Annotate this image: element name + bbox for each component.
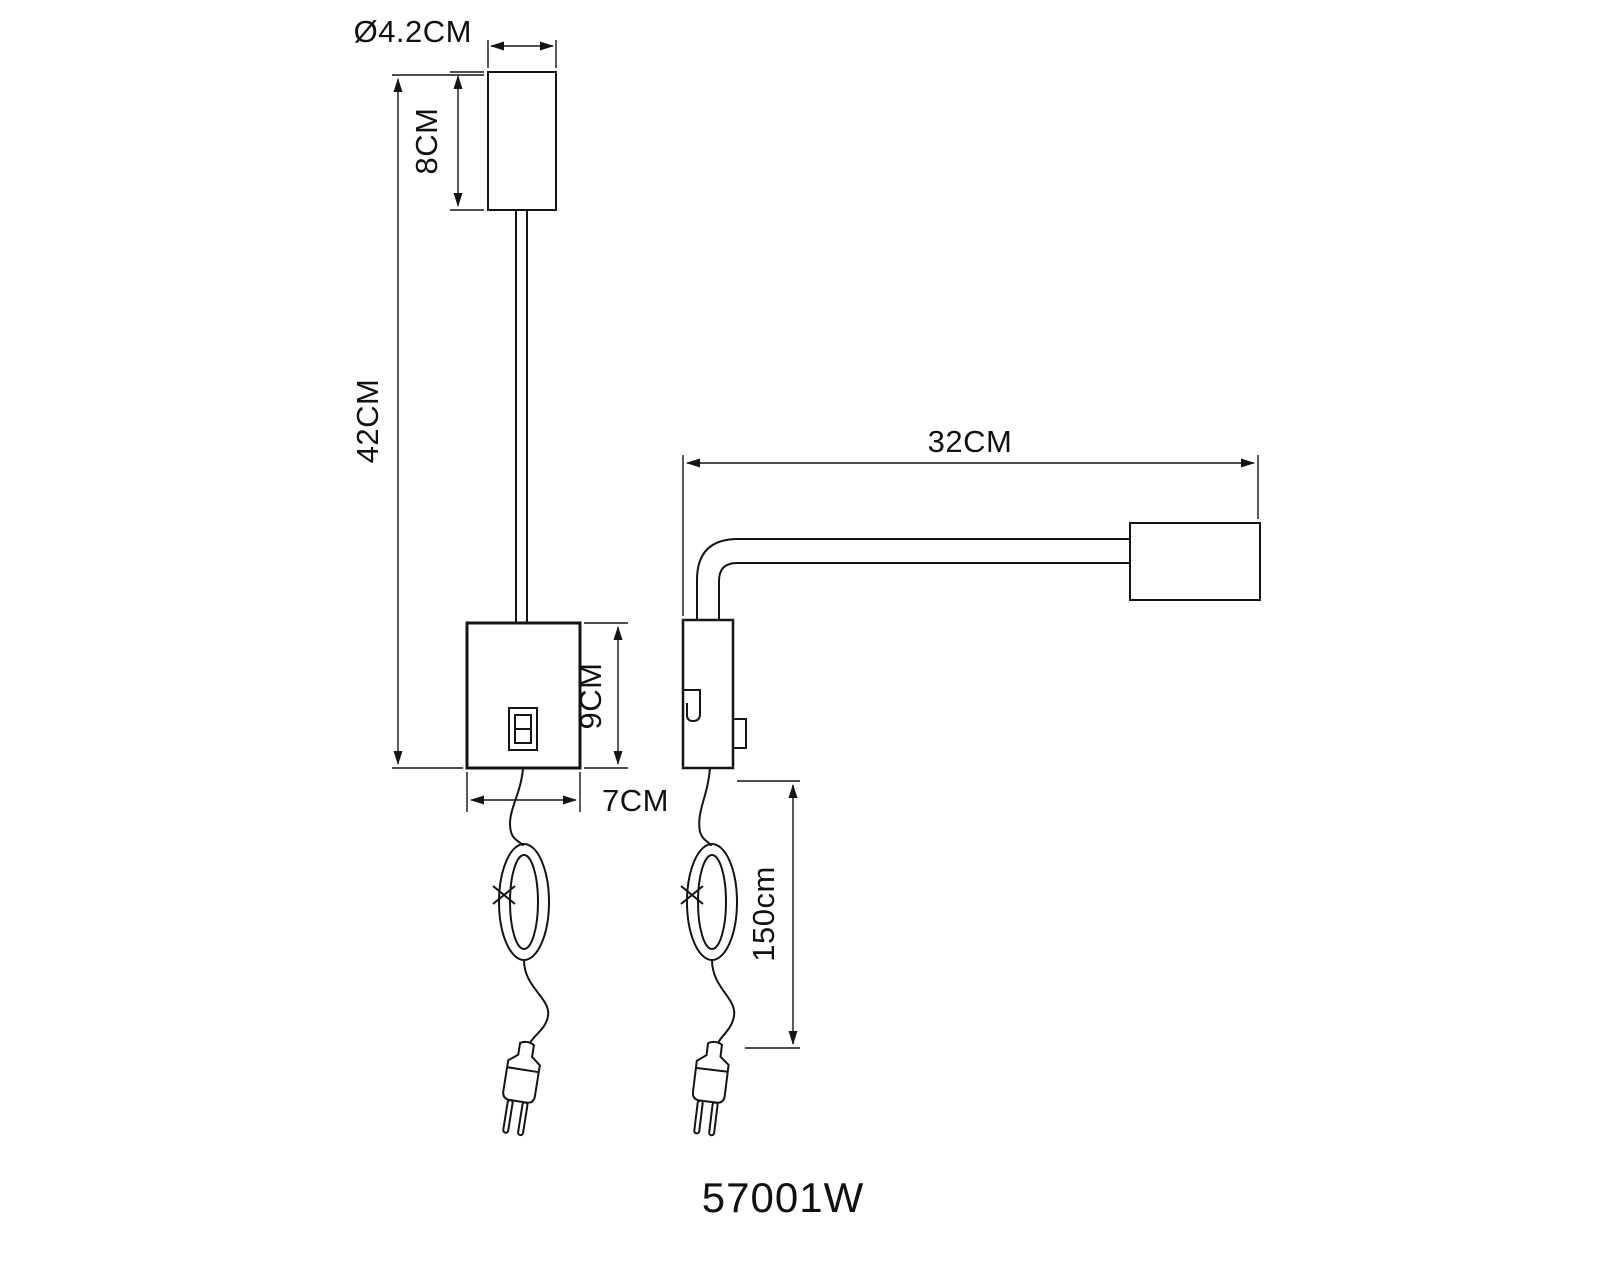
side-view xyxy=(680,522,1261,1138)
dimension-lines xyxy=(392,40,1259,1049)
cord-upper-front xyxy=(509,767,524,846)
switch-knob-side xyxy=(732,718,747,749)
label-box-height: 9CM xyxy=(573,663,608,730)
label-total-height: 42CM xyxy=(350,379,385,464)
label-head-height: 8CM xyxy=(409,108,444,175)
cord-lower-side xyxy=(711,959,736,1044)
front-view xyxy=(465,71,582,1138)
cord-lower-front xyxy=(523,959,550,1044)
cord-upper-side xyxy=(698,767,712,846)
wall-box-side xyxy=(681,618,735,770)
label-diameter: Ø4.2CM xyxy=(354,14,472,49)
label-cord-length: 150cm xyxy=(746,866,781,962)
arm-outer-edge xyxy=(696,538,1130,621)
arm-inner-edge xyxy=(718,562,1130,621)
lamp-head-front xyxy=(487,71,557,211)
dimension-labels: Ø4.2CM 8CM 42CM 9CM 7CM 32CM 150cm 57001… xyxy=(350,14,1012,1221)
product-code: 57001W xyxy=(702,1174,864,1221)
label-box-width: 7CM xyxy=(602,783,669,818)
cord-coil-front xyxy=(492,843,550,961)
mounting-hook-notch xyxy=(683,689,701,723)
cord-coil-side xyxy=(680,843,738,961)
switch-outer xyxy=(508,707,538,751)
lamp-head-side xyxy=(1129,522,1261,601)
wall-box-front xyxy=(465,621,582,770)
power-plug-side xyxy=(687,1039,733,1138)
power-plug-front xyxy=(495,1038,545,1138)
label-arm-length: 32CM xyxy=(928,424,1013,459)
